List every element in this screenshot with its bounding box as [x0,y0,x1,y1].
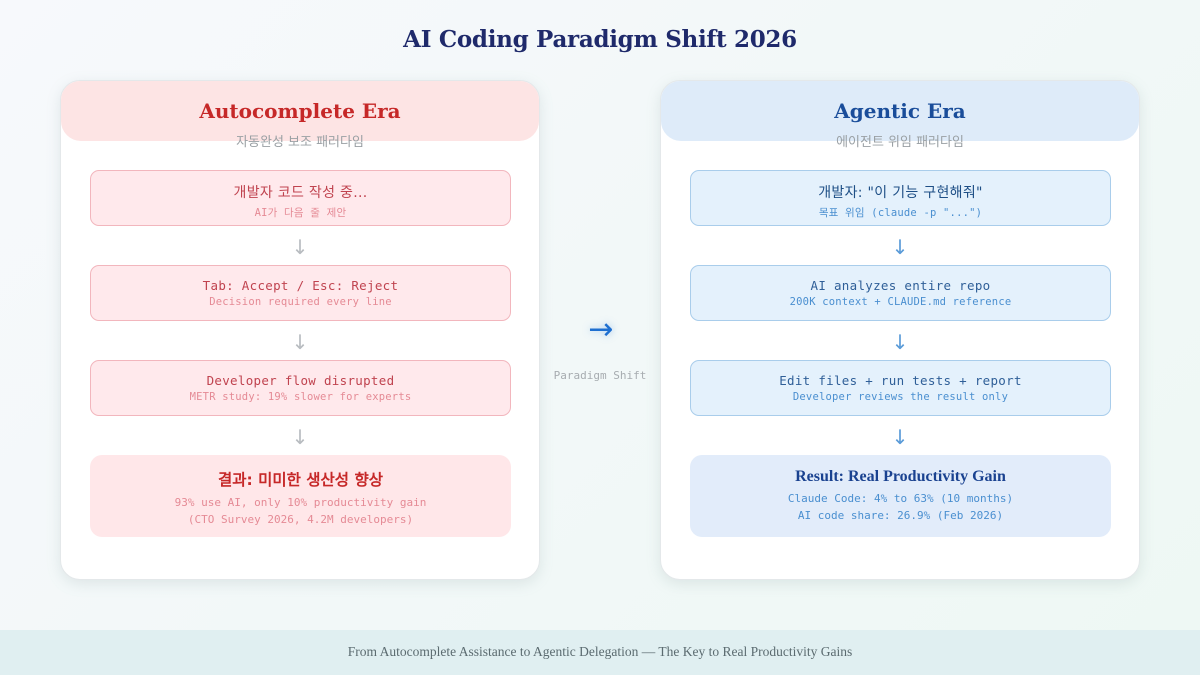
result-title: 결과: 미미한 생산성 향상 [218,471,383,489]
result-line: (CTO Survey 2026, 4.2M developers) [187,513,414,526]
flow-step: Developer flow disrupted METR study: 19%… [90,360,511,416]
result-line: AI code share: 26.9% (Feb 2026) [797,509,1004,522]
card-header-band [61,81,539,141]
page-title: AI Coding Paradigm Shift 2026 [403,26,797,53]
card-subtitle: 자동완성 보조 패러다임 [236,135,364,150]
flow-step: Tab: Accept / Esc: Reject Decision requi… [90,265,511,321]
arrow-down-icon: ↓ [891,235,909,259]
autocomplete-era-card: Autocomplete Era 자동완성 보조 패러다임 개발자 코드 작성 … [60,80,540,580]
step-title: AI analyzes entire repo [810,278,991,293]
step-detail: METR study: 19% slower for experts [189,391,412,403]
arrow-right-icon: → [588,312,614,347]
card-subtitle: 에이전트 위임 패러다임 [836,135,964,150]
flow-step: Edit files + run tests + report Develope… [690,360,1111,416]
step-title: 개발자: "이 기능 구현해줘" [818,185,983,201]
step-detail: 목표 위임 (claude -p "...") [818,207,983,219]
step-detail: Decision required every line [209,296,392,308]
paradigm-shift-label: Paradigm Shift [553,369,647,382]
footer-caption: From Autocomplete Assistance to Agentic … [347,644,853,659]
step-title: Edit files + run tests + report [779,373,1022,388]
agentic-era-card: Agentic Era 에이전트 위임 패러다임 개발자: "이 기능 구현해줘… [660,80,1140,580]
step-detail: AI가 다음 줄 제안 [254,207,347,219]
flow-step: 개발자: "이 기능 구현해줘" 목표 위임 (claude -p "...") [690,170,1111,226]
card-title: Autocomplete Era [199,99,401,123]
flow-step: 개발자 코드 작성 중... AI가 다음 줄 제안 [90,170,511,226]
step-title: Tab: Accept / Esc: Reject [202,278,399,293]
arrow-down-icon: ↓ [891,425,909,449]
arrow-down-icon: ↓ [291,425,309,449]
flow-step: AI analyzes entire repo 200K context + C… [690,265,1111,321]
step-title: 개발자 코드 작성 중... [233,185,368,201]
step-detail: Developer reviews the result only [792,391,1009,403]
result-box: Result: Real Productivity Gain Claude Co… [690,455,1111,537]
footer-banner: From Autocomplete Assistance to Agentic … [0,630,1200,675]
step-title: Developer flow disrupted [206,373,395,388]
step-detail: 200K context + CLAUDE.md reference [789,296,1012,308]
arrow-down-icon: ↓ [291,330,309,354]
result-line: 93% use AI, only 10% productivity gain [174,496,427,509]
arrow-down-icon: ↓ [291,235,309,259]
card-header-band [661,81,1139,141]
card-title: Agentic Era [834,99,966,123]
result-title: Result: Real Productivity Gain [795,468,1006,485]
result-box: 결과: 미미한 생산성 향상 93% use AI, only 10% prod… [90,455,511,537]
arrow-down-icon: ↓ [891,330,909,354]
result-line: Claude Code: 4% to 63% (10 months) [787,492,1014,505]
